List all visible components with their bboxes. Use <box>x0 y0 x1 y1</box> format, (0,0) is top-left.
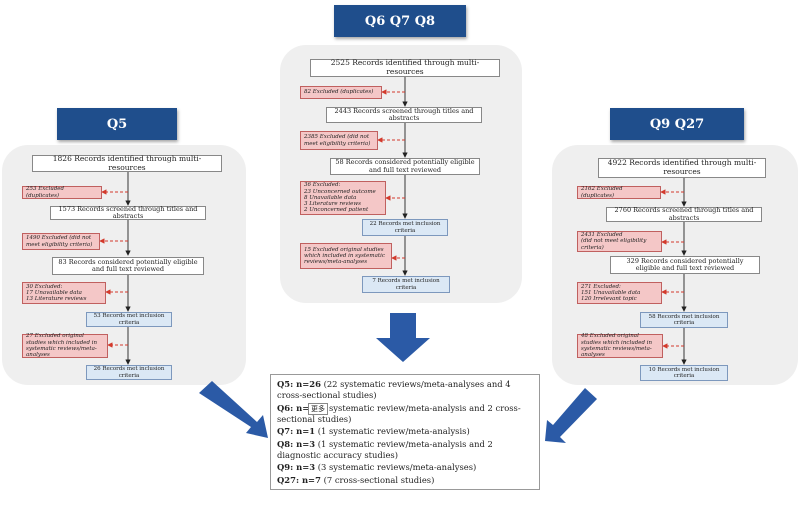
q6-excluded-original: 15 Excluded original studies which inclu… <box>300 243 392 269</box>
q6q7q8-header: Q6 Q7 Q8 <box>334 5 466 37</box>
q6-excluded-duplicates: 82 Excluded (duplicates) <box>300 86 382 99</box>
q5-met-inclusion-1: 53 Records met inclusion criteria <box>86 312 172 327</box>
q9-identified-box: 4922 Records identified through multi-re… <box>598 158 766 178</box>
summary-line-q9: Q9: n=3 (3 systematic reviews/meta-analy… <box>277 462 477 473</box>
q5-screened-box: 1573 Records screened through titles and… <box>50 205 206 220</box>
summary-line-q7: Q7: n=1 (1 systematic review/meta-analys… <box>277 426 470 437</box>
more-tooltip[interactable]: 更多 <box>308 403 328 415</box>
q6-identified-box: 2525 Records identified through multi-re… <box>310 59 500 77</box>
q6-excluded-eligibility: 2385 Excluded (did not meet eligibility … <box>300 131 378 150</box>
q5-excluded-eligibility: 1490 Excluded (did not meet eligibility … <box>22 233 100 250</box>
q5-met-inclusion-2: 26 Records met inclusion criteria <box>86 365 172 380</box>
summary-line-q27: Q27: n=7 (7 cross-sectional studies) <box>277 474 435 485</box>
q5-identified-box: 1826 Records identified through multi-re… <box>32 154 222 172</box>
q6-excluded-fulltext: 36 Excluded: 23 Unconcerned outcome 8 Un… <box>300 181 386 215</box>
q9-excluded-fulltext: 271 Excluded: 151 Unavailable data 120 I… <box>577 282 662 304</box>
q9-screened-box: 2760 Records screened through titles and… <box>606 206 762 222</box>
q5-excluded-fulltext: 30 Excluded: 17 Unavailable data 13 Lite… <box>22 282 106 304</box>
q6-considered-box: 58 Records considered potentially eligib… <box>330 158 480 175</box>
q5-excluded-original: 27 Excluded original studies which inclu… <box>22 333 108 358</box>
q9-excluded-duplicates: 2162 Excluded (duplicates) <box>577 186 661 199</box>
q5-considered-box: 83 Records considered potentially eligib… <box>52 257 204 275</box>
q6-met-inclusion-2: 7 Records met inclusion criteria <box>362 276 450 293</box>
summary-line-q5: Q5: n=26 (22 systematic reviews/meta-ana… <box>277 379 511 401</box>
q9-met-inclusion-1: 58 Records met inclusion criteria <box>640 312 728 328</box>
q6-screened-box: 2443 Records screened through titles and… <box>326 107 482 123</box>
q9-considered-box: 329 Records considered potentially eligi… <box>610 256 760 274</box>
summary-line-q8: Q8: n=3 (1 systematic review/meta-analys… <box>277 438 493 461</box>
q5-header: Q5 <box>57 108 177 140</box>
summary-line-q6: Q6: n=3 (1 systematic review/meta-analys… <box>277 402 521 425</box>
q9q27-header: Q9 Q27 <box>610 108 744 140</box>
results-summary: Q5: n=26 (22 systematic reviews/meta-ana… <box>270 374 540 490</box>
q9-excluded-eligibility: 2431 Excluded (did not meet eligibility … <box>577 231 662 252</box>
q9-met-inclusion-2: 10 Records met inclusion criteria <box>640 365 728 381</box>
q5-excluded-duplicates: 253 Excluded (duplicates) <box>22 186 102 199</box>
q9-excluded-original: 48 Excluded original studies which inclu… <box>577 333 663 358</box>
q6-met-inclusion-1: 22 Records met inclusion criteria <box>362 219 448 236</box>
